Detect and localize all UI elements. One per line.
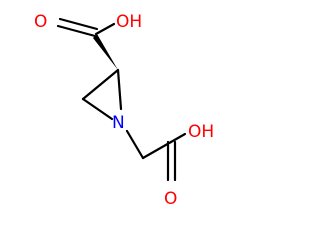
double-bond-top-a [56,24,97,38]
wedge-bond [93,34,118,70]
ring-bond-c1-c2 [81,68,120,101]
atom-label-oh-top-right: OH [116,12,142,32]
bond-ch2-c [141,140,173,160]
bond-carboxyl-oh-top [94,22,116,36]
bond-n-ch2 [125,129,145,160]
atom-label-oh-right: OH [188,122,214,142]
molecule-structure-diagram: O OH N OH O [34,12,214,209]
ring-bond-c2-n [81,97,114,121]
bond-carboxyl-oh-right [169,132,187,144]
atom-label-n: N [112,113,125,133]
double-bond-top-b [58,17,99,31]
ring-bond-c1-n [116,68,123,111]
atom-label-o-top-left: O [34,12,47,32]
atom-label-o-bottom: O [164,189,177,209]
